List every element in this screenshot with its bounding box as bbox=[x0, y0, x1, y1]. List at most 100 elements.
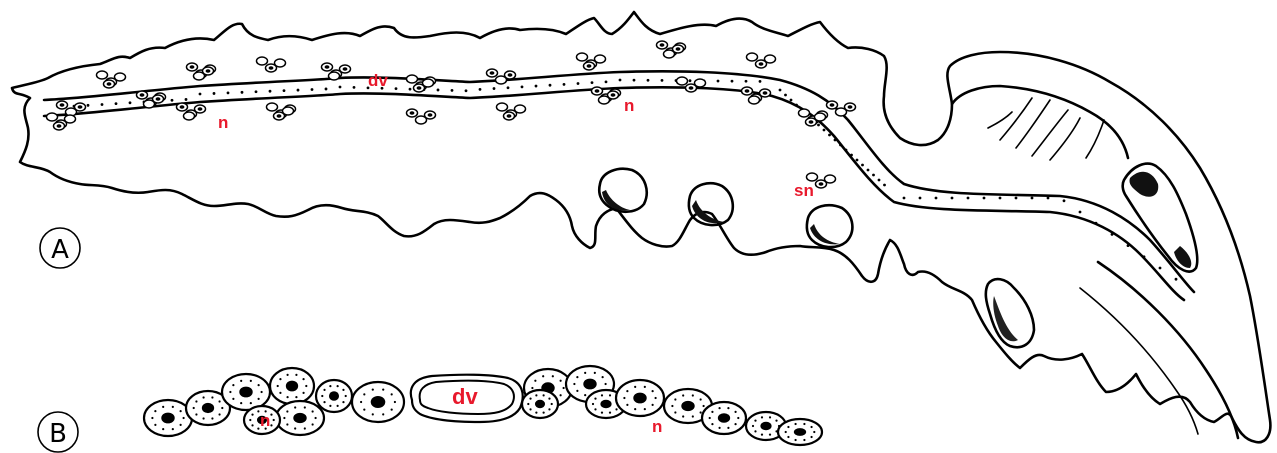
cytoplasm-granule bbox=[154, 410, 156, 412]
small-cell bbox=[257, 57, 268, 65]
cytoplasm-granule bbox=[584, 372, 586, 374]
panel-a-head-ray-4 bbox=[1032, 110, 1068, 156]
cytoplasm-granule bbox=[682, 415, 684, 417]
cytoplasm-granule bbox=[535, 394, 537, 396]
vessel-stipple-dot bbox=[521, 85, 524, 88]
cytoplasm-granule bbox=[718, 407, 720, 409]
small-cell-nucleus bbox=[660, 43, 665, 47]
panel-a-label-dv: dv bbox=[368, 71, 388, 90]
cell-cluster bbox=[267, 103, 296, 120]
small-cell bbox=[267, 103, 278, 111]
cytoplasm-granule bbox=[754, 430, 756, 432]
vessel-stipple-dot bbox=[795, 104, 798, 107]
cytoplasm-granule bbox=[218, 413, 220, 415]
vessel-stipple-dot bbox=[241, 91, 244, 94]
cytoplasm-granule bbox=[794, 439, 796, 441]
vessel-stipple-dot bbox=[983, 197, 986, 200]
vessel-stipple-dot bbox=[115, 102, 118, 105]
cell-nucleus bbox=[202, 403, 214, 413]
small-cell-nucleus bbox=[848, 105, 853, 109]
cytoplasm-granule bbox=[601, 394, 603, 396]
vessel-stipple-dot bbox=[689, 79, 692, 82]
vessel-stipple-dot bbox=[465, 89, 468, 92]
cytoplasm-granule bbox=[718, 427, 720, 429]
cell-cluster bbox=[177, 103, 206, 120]
cytoplasm-granule bbox=[529, 408, 531, 410]
small-cell bbox=[47, 113, 58, 121]
cytoplasm-granule bbox=[342, 389, 344, 391]
panel-a-label-sn: sn bbox=[794, 181, 814, 200]
cytoplasm-granule bbox=[609, 394, 611, 396]
vessel-stipple-dot bbox=[1015, 197, 1018, 200]
cytoplasm-granule bbox=[644, 408, 646, 410]
epithelial-cell bbox=[222, 374, 270, 410]
vessel-stipple-dot bbox=[883, 184, 886, 187]
panel-a-vessel-stipple bbox=[59, 79, 1178, 281]
vessel-stipple-dot bbox=[213, 92, 216, 95]
vessel-stipple-dot bbox=[850, 154, 853, 157]
small-cell-nucleus bbox=[277, 114, 282, 118]
small-cell-nucleus bbox=[269, 66, 274, 70]
cytoplasm-granule bbox=[211, 396, 213, 398]
small-cell bbox=[115, 73, 126, 81]
vessel-stipple-dot bbox=[872, 174, 875, 177]
vessel-stipple-dot bbox=[647, 79, 650, 82]
panel-a-cell-clusters bbox=[47, 41, 856, 188]
cytoplasm-granule bbox=[692, 415, 694, 417]
cytoplasm-granule bbox=[769, 416, 771, 418]
vessel-stipple-dot bbox=[605, 80, 608, 83]
cytoplasm-granule bbox=[345, 395, 347, 397]
small-cell bbox=[407, 75, 418, 83]
cytoplasm-granule bbox=[655, 397, 657, 399]
cytoplasm-granule bbox=[258, 384, 260, 386]
cytoplasm-granule bbox=[211, 417, 213, 419]
small-cell bbox=[747, 53, 758, 61]
cytoplasm-granule bbox=[323, 401, 325, 403]
small-cell-nucleus bbox=[156, 97, 161, 101]
cytoplasm-granule bbox=[626, 404, 628, 406]
cytoplasm-granule bbox=[711, 423, 713, 425]
vessel-stipple-dot bbox=[549, 84, 552, 87]
small-cell-nucleus bbox=[198, 107, 203, 111]
small-cell bbox=[815, 113, 826, 121]
cytoplasm-granule bbox=[270, 414, 272, 416]
small-cell bbox=[184, 112, 195, 120]
small-cell-nucleus bbox=[140, 93, 145, 97]
cytoplasm-granule bbox=[542, 375, 544, 377]
cytoplasm-granule bbox=[305, 385, 307, 387]
small-cell-nucleus bbox=[180, 105, 185, 109]
small-cell-nucleus bbox=[428, 113, 433, 117]
cytoplasm-granule bbox=[391, 409, 393, 411]
vessel-stipple-dot bbox=[255, 90, 258, 93]
cytoplasm-granule bbox=[576, 390, 578, 392]
cytoplasm-granule bbox=[249, 419, 251, 421]
cell-nucleus bbox=[286, 381, 298, 392]
cytoplasm-granule bbox=[279, 392, 281, 394]
vessel-stipple-dot bbox=[535, 85, 538, 88]
cytoplasm-granule bbox=[803, 439, 805, 441]
small-cell bbox=[65, 115, 76, 123]
cytoplasm-granule bbox=[787, 436, 789, 438]
small-cell-nucleus bbox=[809, 120, 814, 124]
cytoplasm-granule bbox=[382, 389, 384, 391]
cytoplasm-granule bbox=[775, 420, 777, 422]
panel-a-bulb-1 bbox=[599, 169, 646, 212]
cytoplasm-granule bbox=[548, 408, 550, 410]
cytoplasm-granule bbox=[652, 404, 654, 406]
cytoplasm-granule bbox=[527, 403, 529, 405]
small-cell bbox=[807, 173, 818, 181]
cell-cluster bbox=[827, 101, 856, 116]
cytoplasm-granule bbox=[761, 434, 763, 436]
vessel-stipple-dot bbox=[823, 129, 826, 132]
vessel-stipple-dot bbox=[101, 103, 104, 106]
cytoplasm-granule bbox=[229, 391, 231, 393]
cell-nucleus bbox=[760, 422, 771, 430]
cytoplasm-granule bbox=[382, 413, 384, 415]
small-cell-nucleus bbox=[745, 89, 750, 93]
vessel-stipple-dot bbox=[563, 83, 566, 86]
vessel-stipple-dot bbox=[935, 197, 938, 200]
cytoplasm-granule bbox=[602, 376, 604, 378]
cytoplasm-granule bbox=[283, 417, 285, 419]
cell-nucleus bbox=[718, 413, 730, 423]
cytoplasm-granule bbox=[794, 423, 796, 425]
